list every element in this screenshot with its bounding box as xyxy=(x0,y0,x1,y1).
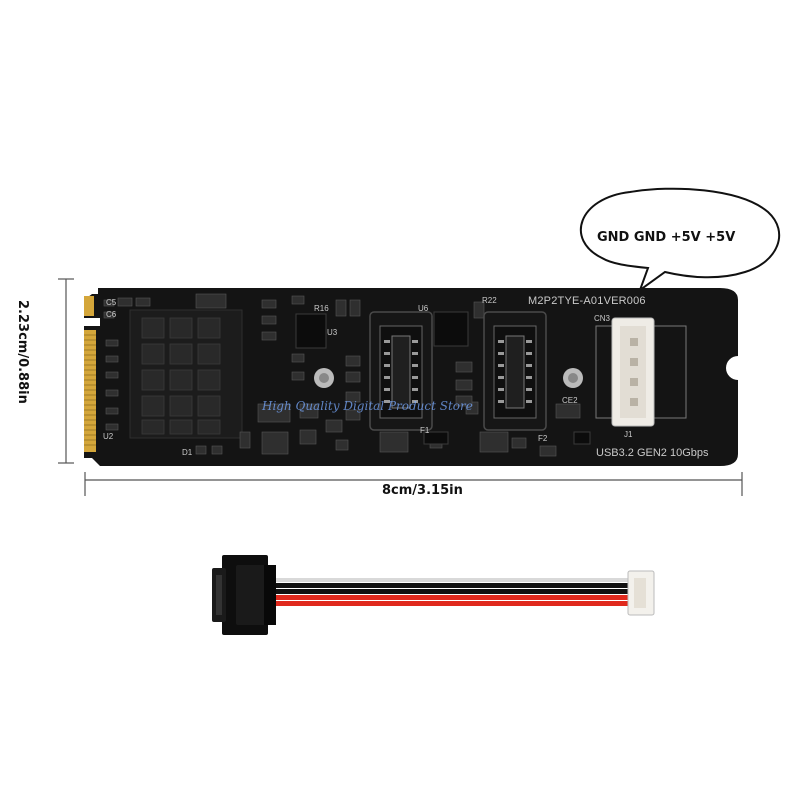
4pin-white-connector xyxy=(627,570,655,616)
silkscreen-label: U6 xyxy=(418,304,429,313)
silkscreen-label: CN3 xyxy=(594,314,611,323)
board-spec-text: USB3.2 GEN2 10Gbps xyxy=(596,447,709,459)
silkscreen-label: R16 xyxy=(314,304,329,313)
silkscreen-label: U2 xyxy=(103,432,114,441)
silkscreen-label: F2 xyxy=(538,434,548,443)
sata-connector xyxy=(212,555,276,635)
silkscreen-label: R22 xyxy=(482,296,497,305)
silkscreen-label: U3 xyxy=(327,328,338,337)
board-model-text: M2P2TYE-A01VER006 xyxy=(528,295,646,307)
pin-speech-bubble xyxy=(579,187,780,293)
m2-pcb-board xyxy=(84,288,738,466)
ic-chips xyxy=(295,311,591,445)
store-watermark: High Quality Digital Product Store xyxy=(262,399,473,413)
silkscreen-label: C5 xyxy=(106,298,117,307)
silkscreen-label: D1 xyxy=(182,448,193,457)
width-dimension-label: 8cm/3.15in xyxy=(382,483,463,498)
sata-power-cable xyxy=(212,555,655,635)
usb-type-e-connector-2 xyxy=(483,311,547,431)
height-dimension-label: 2.23cm/0.88in xyxy=(15,300,30,404)
power-connector-cn3 xyxy=(595,317,687,427)
height-dimension-line xyxy=(58,278,74,464)
silkscreen-label: CE2 xyxy=(562,396,578,405)
usb-type-e-connector-1 xyxy=(369,311,433,431)
mounting-holes xyxy=(314,368,583,388)
pin-assignment-text: GND GND +5V +5V xyxy=(597,230,736,245)
width-dimension-line xyxy=(84,472,743,496)
gold-edge-contacts xyxy=(84,296,96,452)
heatsink xyxy=(129,309,243,439)
silkscreen-label: F1 xyxy=(420,426,430,435)
silkscreen-label: J1 xyxy=(624,430,633,439)
silkscreen-label: C6 xyxy=(106,310,117,319)
